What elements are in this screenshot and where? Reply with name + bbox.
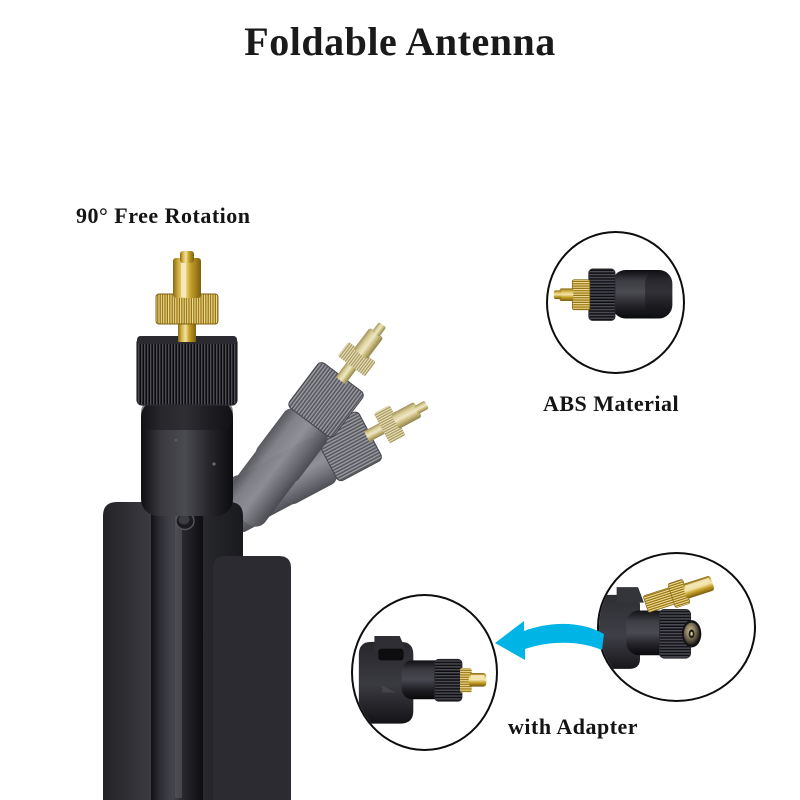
ghost-antenna-75deg: [216, 401, 429, 533]
label-abs-material: ABS Material: [543, 391, 680, 416]
ghost-antenna-45deg: [223, 322, 386, 527]
transition-arrow: [495, 621, 604, 660]
antenna-blade-body: [103, 491, 291, 800]
page-title: Foldable Antenna: [244, 19, 556, 64]
callout-antenna-plain[interactable]: [597, 552, 756, 702]
callout-abs-material[interactable]: [546, 231, 685, 374]
callout-antenna-with-adapter[interactable]: [351, 594, 498, 751]
label-free-rotation: 90° Free Rotation: [76, 203, 251, 228]
label-with-adapter: with Adapter: [508, 714, 639, 739]
antenna-hinge-main: [136, 251, 238, 516]
